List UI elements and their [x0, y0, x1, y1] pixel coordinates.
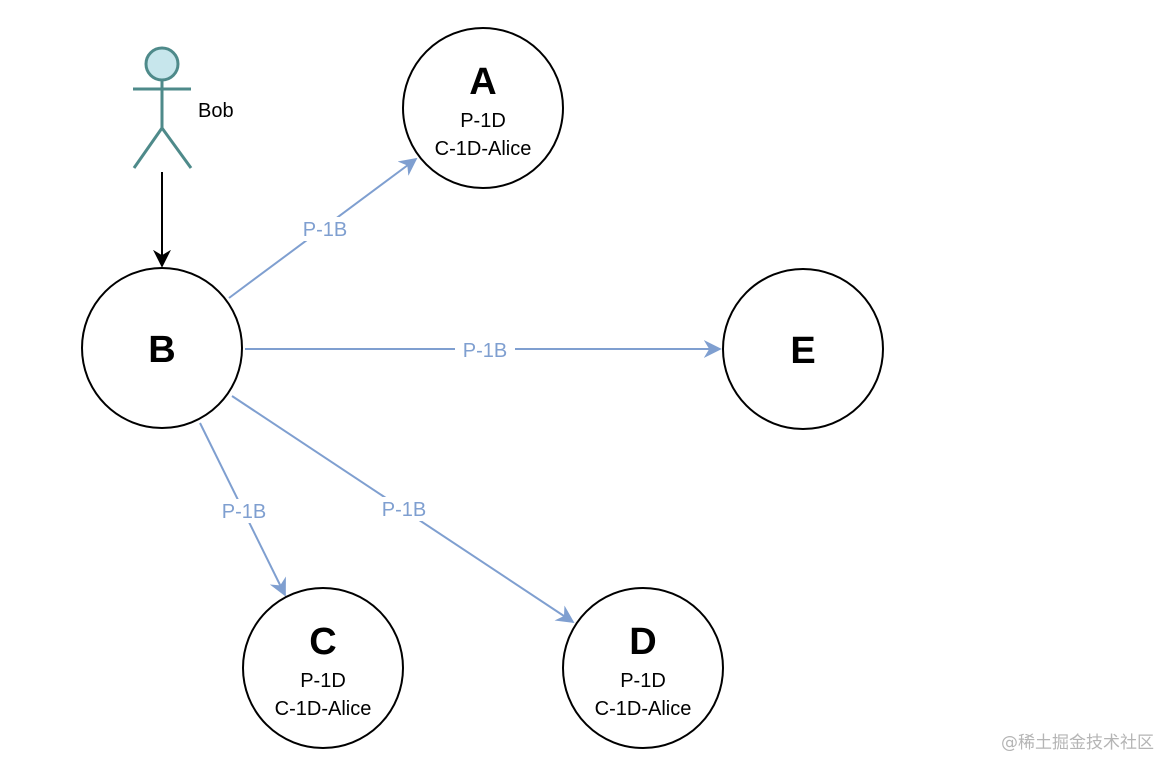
actor-bob[interactable]: Bob [132, 46, 234, 169]
node-a-circle [402, 27, 564, 189]
node-c-title: C [309, 621, 336, 663]
node-d-line-2: C-1D-Alice [595, 698, 692, 720]
node-c-line-1: P-1D [300, 670, 346, 692]
actor-left-leg [132, 127, 164, 169]
node-e-title: E [790, 330, 815, 372]
actor-head [144, 46, 180, 82]
edge-b-to-c-label-bg [214, 499, 274, 523]
node-a-line-1: P-1D [460, 110, 506, 132]
node-c[interactable]: C P-1D C-1D-Alice [242, 587, 404, 749]
node-a-title: A [469, 61, 496, 103]
node-c-circle [242, 587, 404, 749]
node-c-line-2: C-1D-Alice [275, 698, 372, 720]
node-d-title: D [629, 621, 656, 663]
node-b[interactable]: B [81, 267, 243, 429]
node-e[interactable]: E [722, 268, 884, 430]
actor-right-leg [160, 127, 193, 169]
edge-b-to-a-label: P-1B [303, 219, 347, 241]
watermark: @稀土掘金技术社区 [1001, 733, 1154, 753]
edge-b-to-d-label-bg [374, 497, 434, 521]
edge-b-to-a-label-bg [296, 217, 354, 241]
edges: P-1B P-1B P-1B P-1B [153, 157, 722, 623]
node-d-circle [562, 587, 724, 749]
edge-b-to-e-label: P-1B [463, 340, 507, 362]
edge-b-to-d-label: P-1B [382, 499, 426, 521]
node-a-line-2: C-1D-Alice [435, 138, 532, 160]
edge-b-to-e-label-bg [455, 338, 515, 362]
node-b-title: B [148, 329, 175, 371]
node-d-line-1: P-1D [620, 670, 666, 692]
node-e-circle [722, 268, 884, 430]
actor-label: Bob [198, 100, 234, 122]
node-d[interactable]: D P-1D C-1D-Alice [562, 587, 724, 749]
edge-b-to-c-label: P-1B [222, 501, 266, 523]
node-b-circle [81, 267, 243, 429]
node-a[interactable]: A P-1D C-1D-Alice [402, 27, 564, 189]
